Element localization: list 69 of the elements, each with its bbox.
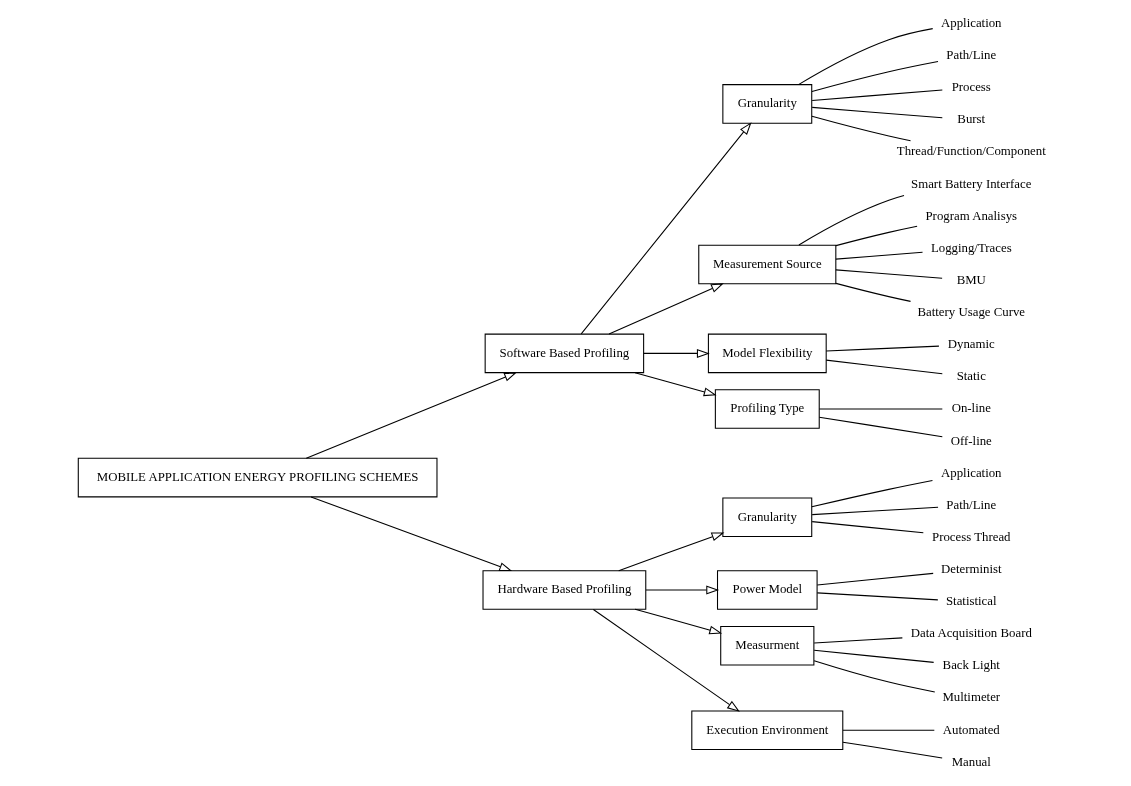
- node-box: Model Flexibility: [707, 333, 827, 374]
- connector: [811, 89, 943, 101]
- node-text: Burst: [956, 112, 985, 127]
- node-text: Dynamic: [947, 337, 995, 352]
- connector: [813, 660, 935, 693]
- connector: [841, 741, 943, 759]
- arrow: [634, 608, 722, 635]
- connector: [810, 479, 933, 508]
- connector: [841, 729, 935, 731]
- node-box: Hardware Based Profiling: [482, 570, 646, 610]
- node-box: MOBILE APPLICATION ENERGY PROFILING SCHEMES: [77, 457, 437, 498]
- connector: [818, 416, 943, 438]
- arrow: [644, 585, 719, 595]
- connector: [813, 649, 934, 663]
- connector: [825, 345, 939, 352]
- node-text: Application: [940, 465, 1002, 480]
- connector: [825, 359, 943, 375]
- node-box: Granularity: [721, 497, 812, 537]
- connector: [813, 637, 903, 644]
- arrow: [592, 608, 740, 712]
- node-text: Process Thread: [931, 529, 1011, 544]
- arrow: [608, 283, 724, 335]
- arrow: [634, 372, 717, 397]
- arrow: [642, 348, 710, 358]
- arrow: [310, 496, 512, 572]
- node-box: Profiling Type: [714, 389, 820, 429]
- connector: [816, 592, 938, 601]
- node-text: Automated: [942, 722, 1000, 737]
- connector: [835, 225, 918, 247]
- node-text: Application: [940, 15, 1002, 30]
- node-text: Logging/Traces: [930, 240, 1012, 255]
- connector: [811, 106, 943, 119]
- connector: [797, 28, 933, 85]
- connector: [810, 61, 939, 93]
- node-text: Path/Line: [945, 48, 996, 63]
- node-text: Process: [951, 80, 991, 95]
- node-box: Execution Environment: [690, 710, 843, 751]
- node-box: Power Model: [716, 570, 818, 610]
- node-box: Software Based Profiling: [484, 333, 644, 374]
- connector: [797, 195, 905, 246]
- connector: [834, 269, 943, 279]
- node-text: Back Light: [942, 658, 1000, 673]
- node-text: Thread/Function/Component: [896, 144, 1046, 159]
- node-text: Static: [956, 369, 986, 384]
- node-box: Measurement Source: [697, 244, 836, 285]
- connector: [811, 521, 924, 534]
- arrow: [617, 532, 724, 572]
- node-box: Measurment: [719, 625, 814, 666]
- node-text: Battery Usage Curve: [916, 305, 1025, 320]
- node-text: Manual: [951, 754, 991, 769]
- node-box: Granularity: [721, 84, 812, 124]
- node-text: Off-line: [950, 433, 992, 448]
- node-text: Smart Battery Interface: [910, 176, 1031, 191]
- node-text: Path/Line: [945, 497, 996, 512]
- node-text: Multimeter: [941, 690, 1000, 705]
- node-text: Determinist: [940, 561, 1002, 576]
- connector: [811, 506, 939, 516]
- connector: [818, 408, 943, 410]
- node-text: Statistical: [945, 594, 997, 609]
- node-text: Data Acquisition Board: [910, 626, 1032, 641]
- node-text: On-line: [951, 401, 991, 416]
- arrow: [305, 372, 517, 459]
- node-text: BMU: [956, 272, 986, 287]
- arrow: [580, 122, 752, 335]
- connector: [835, 282, 911, 302]
- connector: [834, 251, 923, 260]
- connector: [816, 572, 934, 586]
- connector: [810, 115, 911, 142]
- node-text: Program Analisys: [924, 208, 1017, 223]
